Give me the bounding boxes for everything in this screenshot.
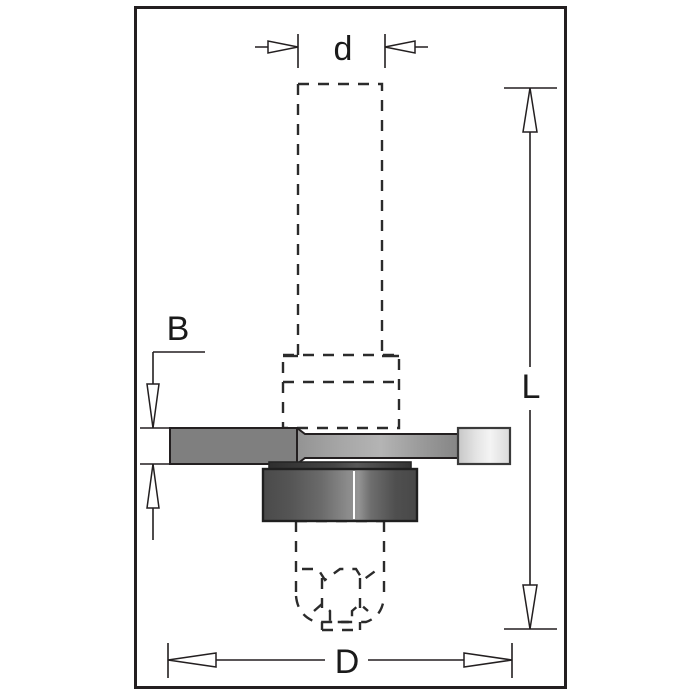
dimension-label-L: L [522, 368, 541, 406]
dim-B-arrow-top [146, 383, 160, 429]
screw-tip-detail [313, 602, 369, 624]
drawing-border [134, 6, 567, 689]
bearing-body [261, 467, 419, 523]
shank-collar-outline [281, 353, 401, 430]
screw-hex-detail [302, 567, 379, 582]
dim-L-arrow-bottom [522, 584, 538, 630]
dimension-D [167, 643, 513, 678]
carbide-tip-right [456, 426, 512, 466]
screw-bottom-round [294, 595, 386, 624]
hidden-geometry-group [281, 82, 401, 632]
dim-L-arrow-top [522, 87, 538, 133]
dimension-label-D: D [335, 643, 360, 681]
dim-B-arrow-bottom [146, 463, 160, 509]
dim-d-arrow-left [267, 40, 299, 54]
dim-d-arrow-right [384, 40, 416, 54]
dimension-B [140, 351, 205, 540]
dimension-d [255, 34, 428, 68]
dim-D-arrow-left [167, 652, 217, 668]
dim-D-arrow-right [463, 652, 513, 668]
cutter-left-shoulder [169, 427, 298, 465]
dimension-L [504, 87, 557, 630]
dimension-label-d: d [334, 30, 353, 68]
shank-outline [298, 82, 384, 356]
dimension-label-B: B [167, 310, 190, 348]
